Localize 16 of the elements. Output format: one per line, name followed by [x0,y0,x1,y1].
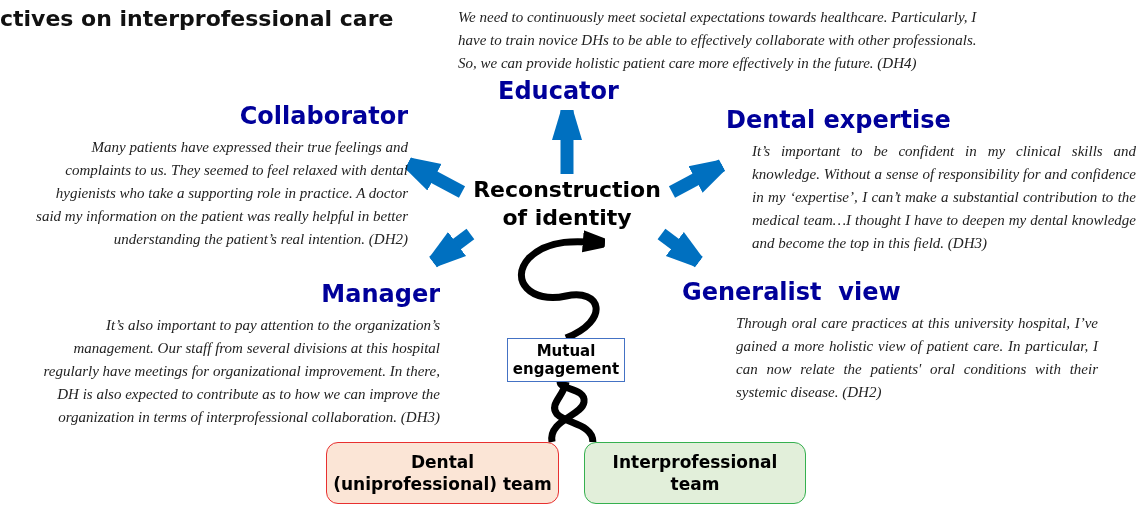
quote-text: It’s important to be confident in my clinical skills and knowledge. Without a sense of responsibility for and confidence in my ‘expertise’, I can’t make a substantial contribution to the medical team…I thought I have to deepen my dental knowledge and become the top in this field. (DH3) [752,142,1136,253]
role-heading: Manager [321,280,440,308]
central-concept: Reconstruction of identity [462,174,672,234]
role-heading: Generalist view [682,278,901,306]
quote-text: We need to continuously meet societal expectations towards healthcare. Particularly, I have to train novice DHs to be able to effectively collaborate with other professionals. So, we can provide holistic patient care more effectively in the future. (DH4) [458,8,978,73]
spiral-line [548,380,588,443]
quote-text: It’s also important to pay attention to the organization’s management. Our staff from several divisions at this hospital regularly have meetings for organizational improvement. In there, DH is also expected to contribute as to how we can improve the organization in terms of interprofessional collaboration. (DH3) [42,316,440,427]
role-heading: Dental expertise [726,106,951,134]
title: ctives on interprofessional care [0,6,394,31]
quote-text: Many patients have expressed their true feelings and complaints to us. They seemed to feel relaxed with dental hygienists who take a supporting role in practice. A doctor said my information on the patient was really helpful in better understanding the patient’s real intention. (DH2) [36,138,408,249]
role-heading: Collaborator [239,102,408,130]
role-heading: Educator [498,77,619,105]
label-box: Mutual engagement [507,338,625,382]
team-box: Dental (uniprofessional) team [326,442,559,504]
team-box: Interprofessional team [584,442,806,504]
quote-text: Through oral care practices at this university hospital, I’ve gained a more holistic view of patient care. In particular, I can now relate the patients' oral conditions with their systemic disease. (DH2) [736,314,1098,402]
